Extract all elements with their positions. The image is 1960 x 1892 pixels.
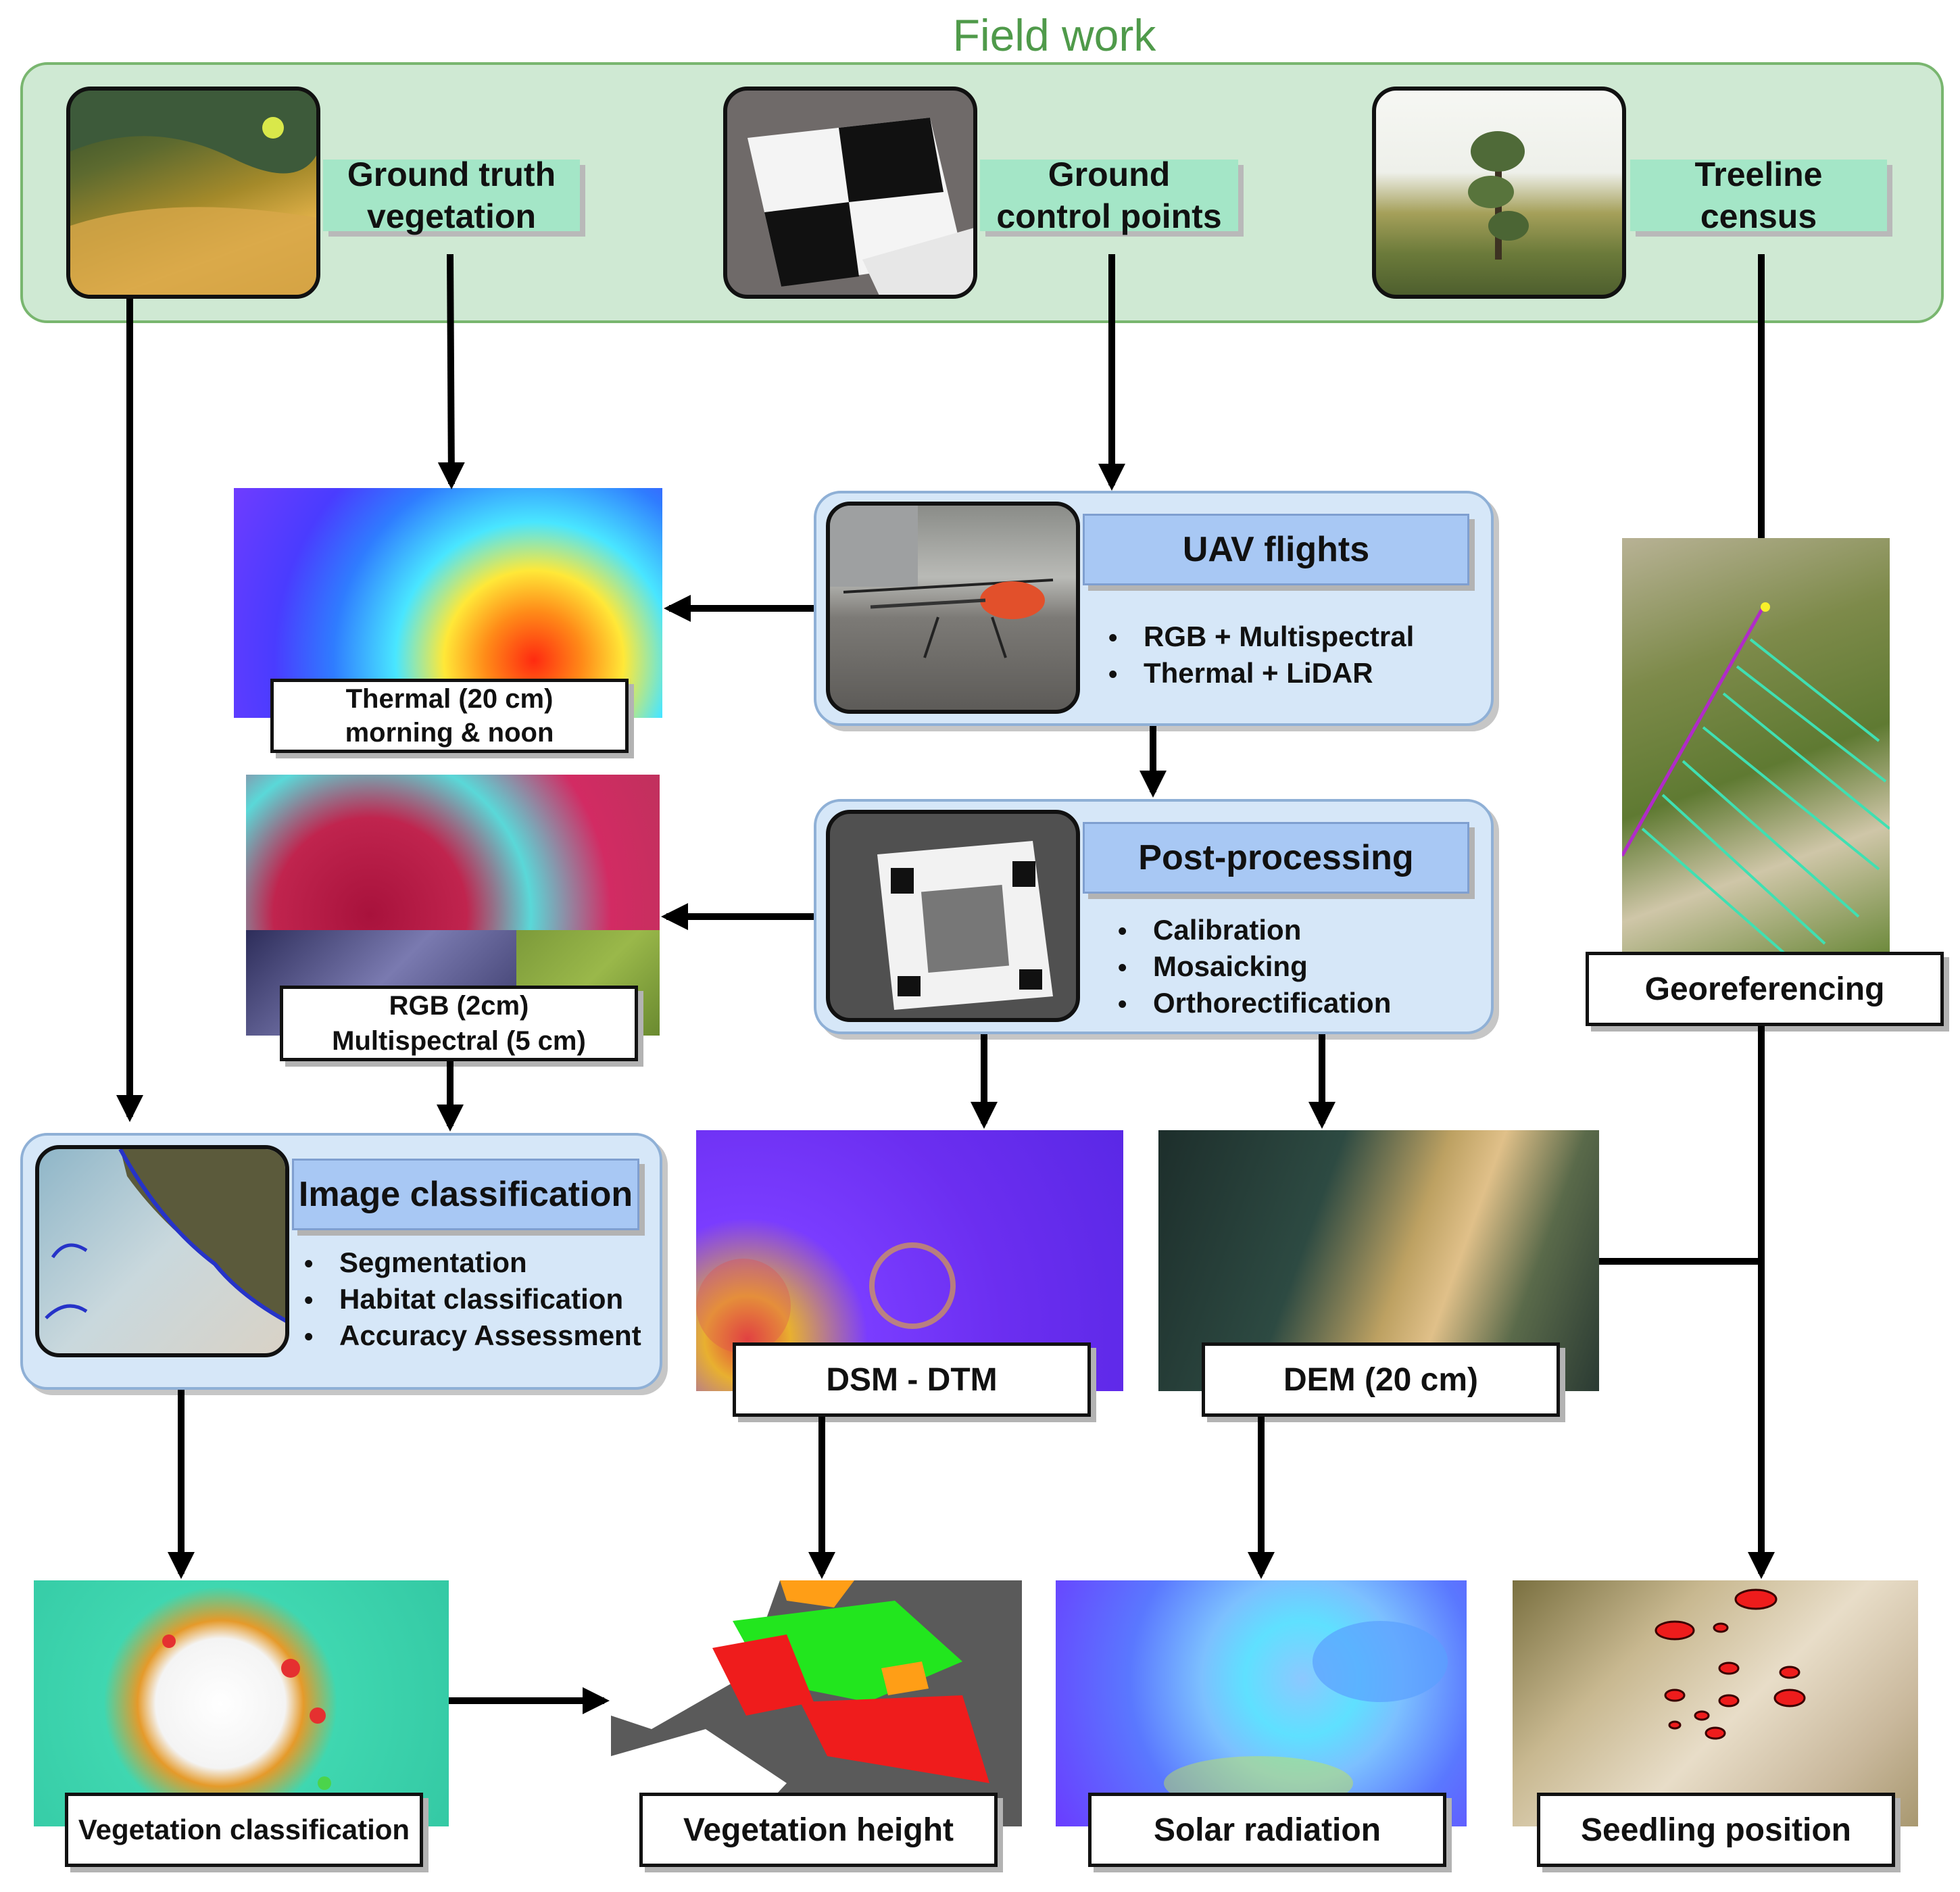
rgb-multispectral-label: RGB (2cm) Multispectral (5 cm) (280, 986, 638, 1061)
uav-bullet: Thermal + LiDAR (1108, 656, 1414, 692)
image-classification-photo (35, 1145, 289, 1357)
treeline-label: Treeline census (1630, 155, 1887, 235)
segmentation-illustration (45, 1149, 285, 1323)
gcp-label-line2: control points (996, 197, 1222, 235)
dem-label: DEM (20 cm) (1202, 1342, 1560, 1417)
gcp-label: Ground control points (980, 155, 1238, 235)
dsm-speckle (696, 1242, 956, 1353)
gcp-photo (723, 87, 977, 299)
veg-class-patches (162, 1634, 331, 1790)
seedling-markers (1655, 1588, 1806, 1740)
post-bullet: Orthorectification (1118, 986, 1391, 1022)
classification-bullet: Accuracy Assessment (304, 1318, 641, 1355)
post-processing-photo (826, 810, 1080, 1022)
vegetation-height-label: Vegetation height (639, 1793, 998, 1867)
post-bullets: Calibration Mosaicking Orthorectificatio… (1118, 913, 1391, 1022)
post-bullet: Calibration (1118, 913, 1391, 949)
image-classification-label: Image classification (292, 1159, 639, 1230)
uav-bullets: RGB + Multispectral Thermal + LiDAR (1108, 619, 1414, 692)
uav-bullet: RGB + Multispectral (1108, 619, 1414, 656)
post-bullet: Mosaicking (1118, 949, 1391, 986)
thermal-label: Thermal (20 cm) morning & noon (270, 679, 629, 753)
rgb-label-line2: Multispectral (5 cm) (332, 1026, 586, 1056)
uav-flights-label: UAV flights (1083, 514, 1469, 585)
thermal-label-line2: morning & noon (345, 718, 554, 748)
veg-height-patches (611, 1580, 1022, 1826)
tree-illustration (1468, 131, 1529, 260)
treeline-photo (1372, 87, 1626, 299)
ground-truth-photo (66, 87, 320, 299)
ground-truth-label-line2: vegetation (366, 197, 537, 235)
dsm-dtm-label: DSM - DTM (733, 1342, 1091, 1417)
gcp-label-line1: Ground (1048, 155, 1171, 193)
vegetation-classification-label: Vegetation classification (65, 1793, 423, 1867)
treeline-label-line1: Treeline (1694, 155, 1823, 193)
classification-bullet: Habitat classification (304, 1282, 641, 1318)
ground-truth-label-line1: Ground truth (347, 155, 556, 193)
classification-bullet: Segmentation (304, 1245, 641, 1282)
ground-truth-label: Ground truth vegetation (323, 155, 580, 235)
vegetation-classification-image (34, 1580, 449, 1826)
grass-illustration (70, 91, 316, 295)
gcp-marker-illustration (877, 841, 1053, 1010)
rgb-label-line1: RGB (2cm) (389, 991, 529, 1021)
helicopter-illustration (830, 506, 1054, 658)
georeferencing-label: Georeferencing (1586, 952, 1944, 1026)
treeline-label-line2: census (1700, 197, 1817, 235)
field-work-title: Field work (952, 10, 1156, 60)
solar-radiation-label: Solar radiation (1088, 1793, 1446, 1867)
arrow-groundtruth-to-thermal (437, 253, 465, 489)
checkerboard-target (748, 118, 973, 295)
seedling-position-image (1513, 1580, 1918, 1826)
georeferencing-image (1622, 538, 1890, 953)
post-processing-label: Post-processing (1083, 822, 1469, 894)
vegetation-height-image (611, 1580, 1022, 1826)
transect-lines (1622, 602, 1890, 953)
uav-photo (826, 502, 1080, 714)
seedling-position-label: Seedling position (1537, 1793, 1895, 1867)
classification-bullets: Segmentation Habitat classification Accu… (304, 1245, 641, 1355)
thermal-label-line1: Thermal (20 cm) (345, 684, 554, 714)
